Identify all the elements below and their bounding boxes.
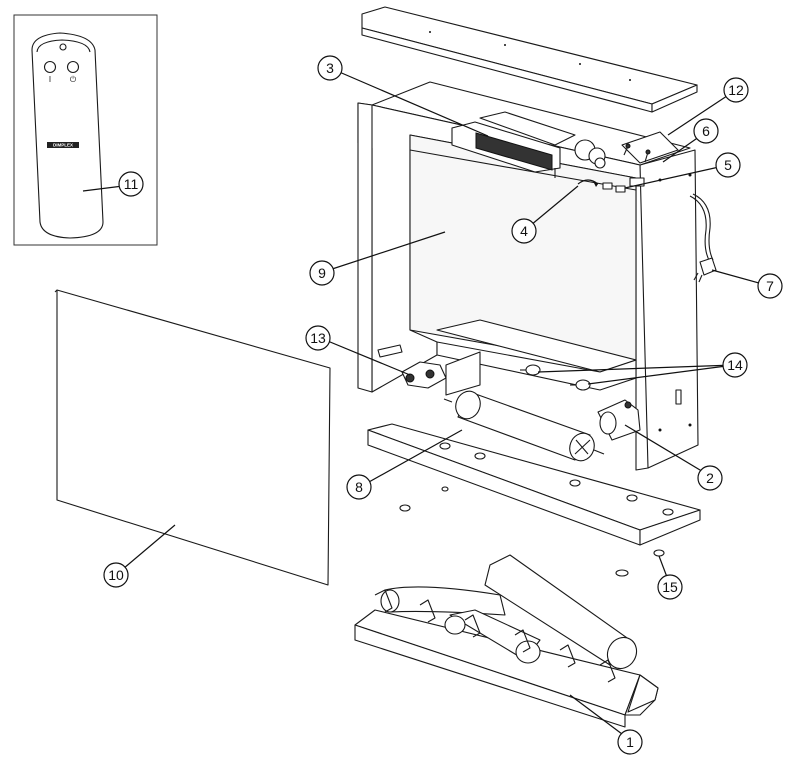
power-cord-part bbox=[689, 193, 717, 283]
svg-text:7: 7 bbox=[766, 278, 774, 294]
rocker-switch-part bbox=[602, 182, 626, 193]
callout-12: 12 bbox=[723, 77, 749, 103]
svg-text:4: 4 bbox=[520, 223, 528, 239]
svg-text:9: 9 bbox=[318, 265, 326, 281]
flame-motor-part bbox=[401, 351, 481, 396]
callout-6: 6 bbox=[693, 118, 719, 144]
motor-part bbox=[597, 399, 641, 441]
callout-8: 8 bbox=[346, 474, 372, 500]
remote-power-symbol-2: ⏻ bbox=[70, 75, 77, 84]
svg-text:1: 1 bbox=[626, 734, 634, 750]
svg-text:13: 13 bbox=[310, 330, 326, 346]
flicker-rod-part bbox=[443, 390, 605, 462]
callout-2: 2 bbox=[697, 465, 723, 491]
callout-4: 4 bbox=[511, 218, 537, 244]
feet-part bbox=[615, 549, 665, 577]
glass-panel-part bbox=[54, 289, 331, 586]
remote-body bbox=[31, 32, 104, 239]
callout-11: 11 bbox=[118, 171, 144, 197]
callout-14: 14 bbox=[722, 352, 748, 378]
light-bulbs-part bbox=[520, 364, 591, 391]
svg-text:10: 10 bbox=[108, 567, 124, 583]
remote-power-button bbox=[43, 60, 57, 74]
callouts: 1 2 3 4 5 6 7 8 9 10 11 12 13 14 15 bbox=[103, 55, 783, 755]
callout-13: 13 bbox=[305, 325, 331, 351]
log-set-part bbox=[354, 554, 659, 728]
svg-text:5: 5 bbox=[724, 157, 732, 173]
control-board-part bbox=[621, 131, 679, 164]
remote-flame-button bbox=[66, 60, 80, 74]
callout-3: 3 bbox=[317, 55, 343, 81]
fan-heater-part bbox=[451, 111, 606, 178]
svg-text:8: 8 bbox=[355, 479, 363, 495]
callout-1: 1 bbox=[617, 729, 643, 755]
svg-text:3: 3 bbox=[326, 60, 334, 76]
svg-text:14: 14 bbox=[727, 357, 743, 373]
remote-power-symbol: I bbox=[49, 75, 51, 84]
remote-control-part: I ⏻ DIMPLEX bbox=[13, 14, 158, 246]
callout-7: 7 bbox=[757, 273, 783, 299]
top-cover-part bbox=[361, 6, 698, 113]
remote-indicator-light bbox=[59, 43, 67, 51]
svg-text:15: 15 bbox=[662, 579, 678, 595]
base-tray-part bbox=[367, 423, 701, 546]
callout-9: 9 bbox=[309, 260, 335, 286]
svg-text:12: 12 bbox=[728, 82, 744, 98]
callout-10: 10 bbox=[103, 562, 129, 588]
svg-text:11: 11 bbox=[124, 176, 139, 192]
remote-brand-plate bbox=[47, 142, 79, 148]
flame-dial-part bbox=[577, 179, 599, 187]
callout-15: 15 bbox=[657, 574, 683, 600]
callout-5: 5 bbox=[715, 152, 741, 178]
remote-brand-text: DIMPLEX bbox=[53, 143, 73, 148]
leader-lines bbox=[82, 67, 771, 741]
svg-text:2: 2 bbox=[706, 470, 714, 486]
svg-text:6: 6 bbox=[702, 123, 710, 139]
